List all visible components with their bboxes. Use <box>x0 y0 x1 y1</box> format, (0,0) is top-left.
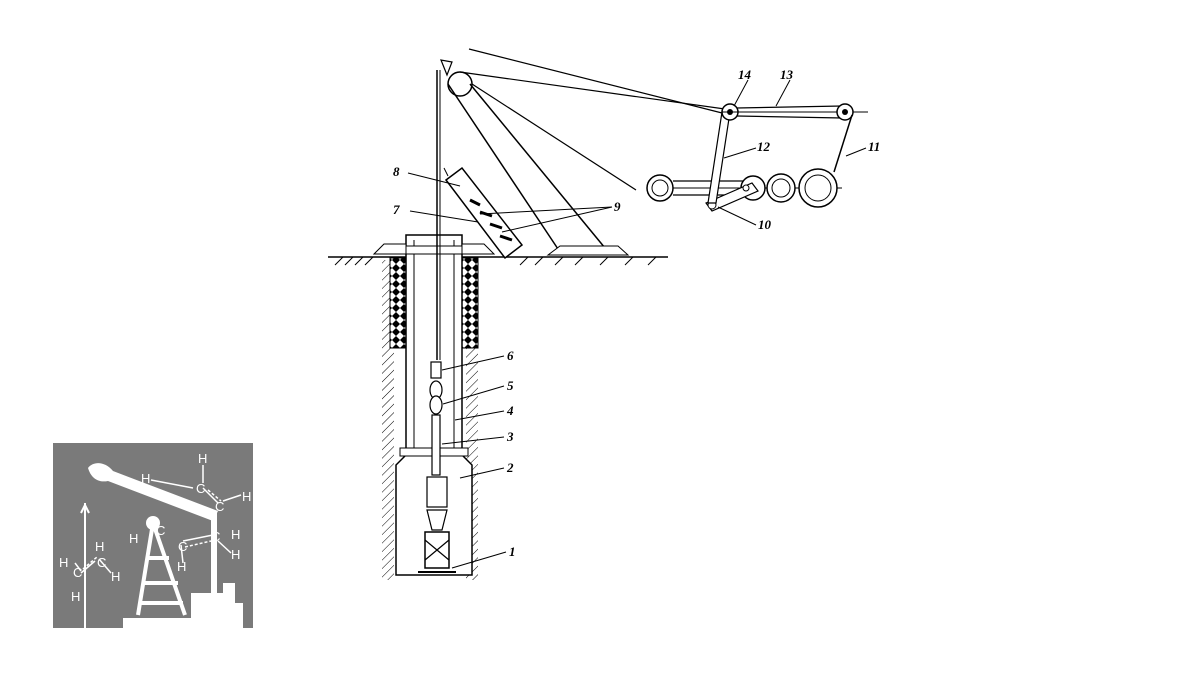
atom-h: H <box>129 531 138 546</box>
atom-c: C <box>97 555 106 570</box>
molecule-atoms: H C H H C H H C C H H C C H H C H H <box>59 451 251 604</box>
logo-graphic: H C H H C H H C C H H C C H H C H H <box>59 451 251 628</box>
callout-labels: 1 2 3 4 5 6 7 8 9 10 11 12 13 14 <box>393 67 880 559</box>
cables <box>459 48 733 191</box>
molecule-bonds <box>74 465 242 574</box>
callout-6: 6 <box>507 348 514 363</box>
atom-h: H <box>198 451 207 466</box>
atom-h: H <box>231 527 240 542</box>
atom-h: H <box>111 569 120 584</box>
callout-1: 1 <box>509 544 516 559</box>
derrick-mast <box>440 59 630 256</box>
atom-c: C <box>73 565 82 580</box>
atom-c: C <box>211 529 220 544</box>
callout-3: 3 <box>506 429 514 444</box>
ground-surface <box>328 256 668 266</box>
atom-h: H <box>95 539 104 554</box>
atom-h: H <box>177 559 186 574</box>
callout-10: 10 <box>758 217 772 232</box>
callout-7: 7 <box>393 202 400 217</box>
atom-h: H <box>71 589 80 604</box>
atom-c: C <box>215 499 224 514</box>
atom-c: C <box>196 481 205 496</box>
winch-mechanism <box>646 103 868 212</box>
atom-h: H <box>59 555 68 570</box>
leader-lines <box>407 79 867 569</box>
callout-4: 4 <box>506 403 514 418</box>
atom-h: H <box>141 471 150 486</box>
callout-14: 14 <box>738 67 752 82</box>
callout-12: 12 <box>757 139 771 154</box>
atom-h: H <box>231 547 240 562</box>
atom-h: H <box>242 489 251 504</box>
atom-c: C <box>178 539 187 554</box>
callout-9: 9 <box>614 199 621 214</box>
pump-jack-molecule-icon: H C H H C H H C C H H C C H H C H H <box>53 443 253 628</box>
callout-8: 8 <box>393 164 400 179</box>
callout-5: 5 <box>507 378 514 393</box>
callout-2: 2 <box>506 460 514 475</box>
pump-jack-shape <box>80 463 243 628</box>
callout-13: 13 <box>780 67 794 82</box>
callout-11: 11 <box>868 139 880 154</box>
atom-c: C <box>156 523 165 538</box>
